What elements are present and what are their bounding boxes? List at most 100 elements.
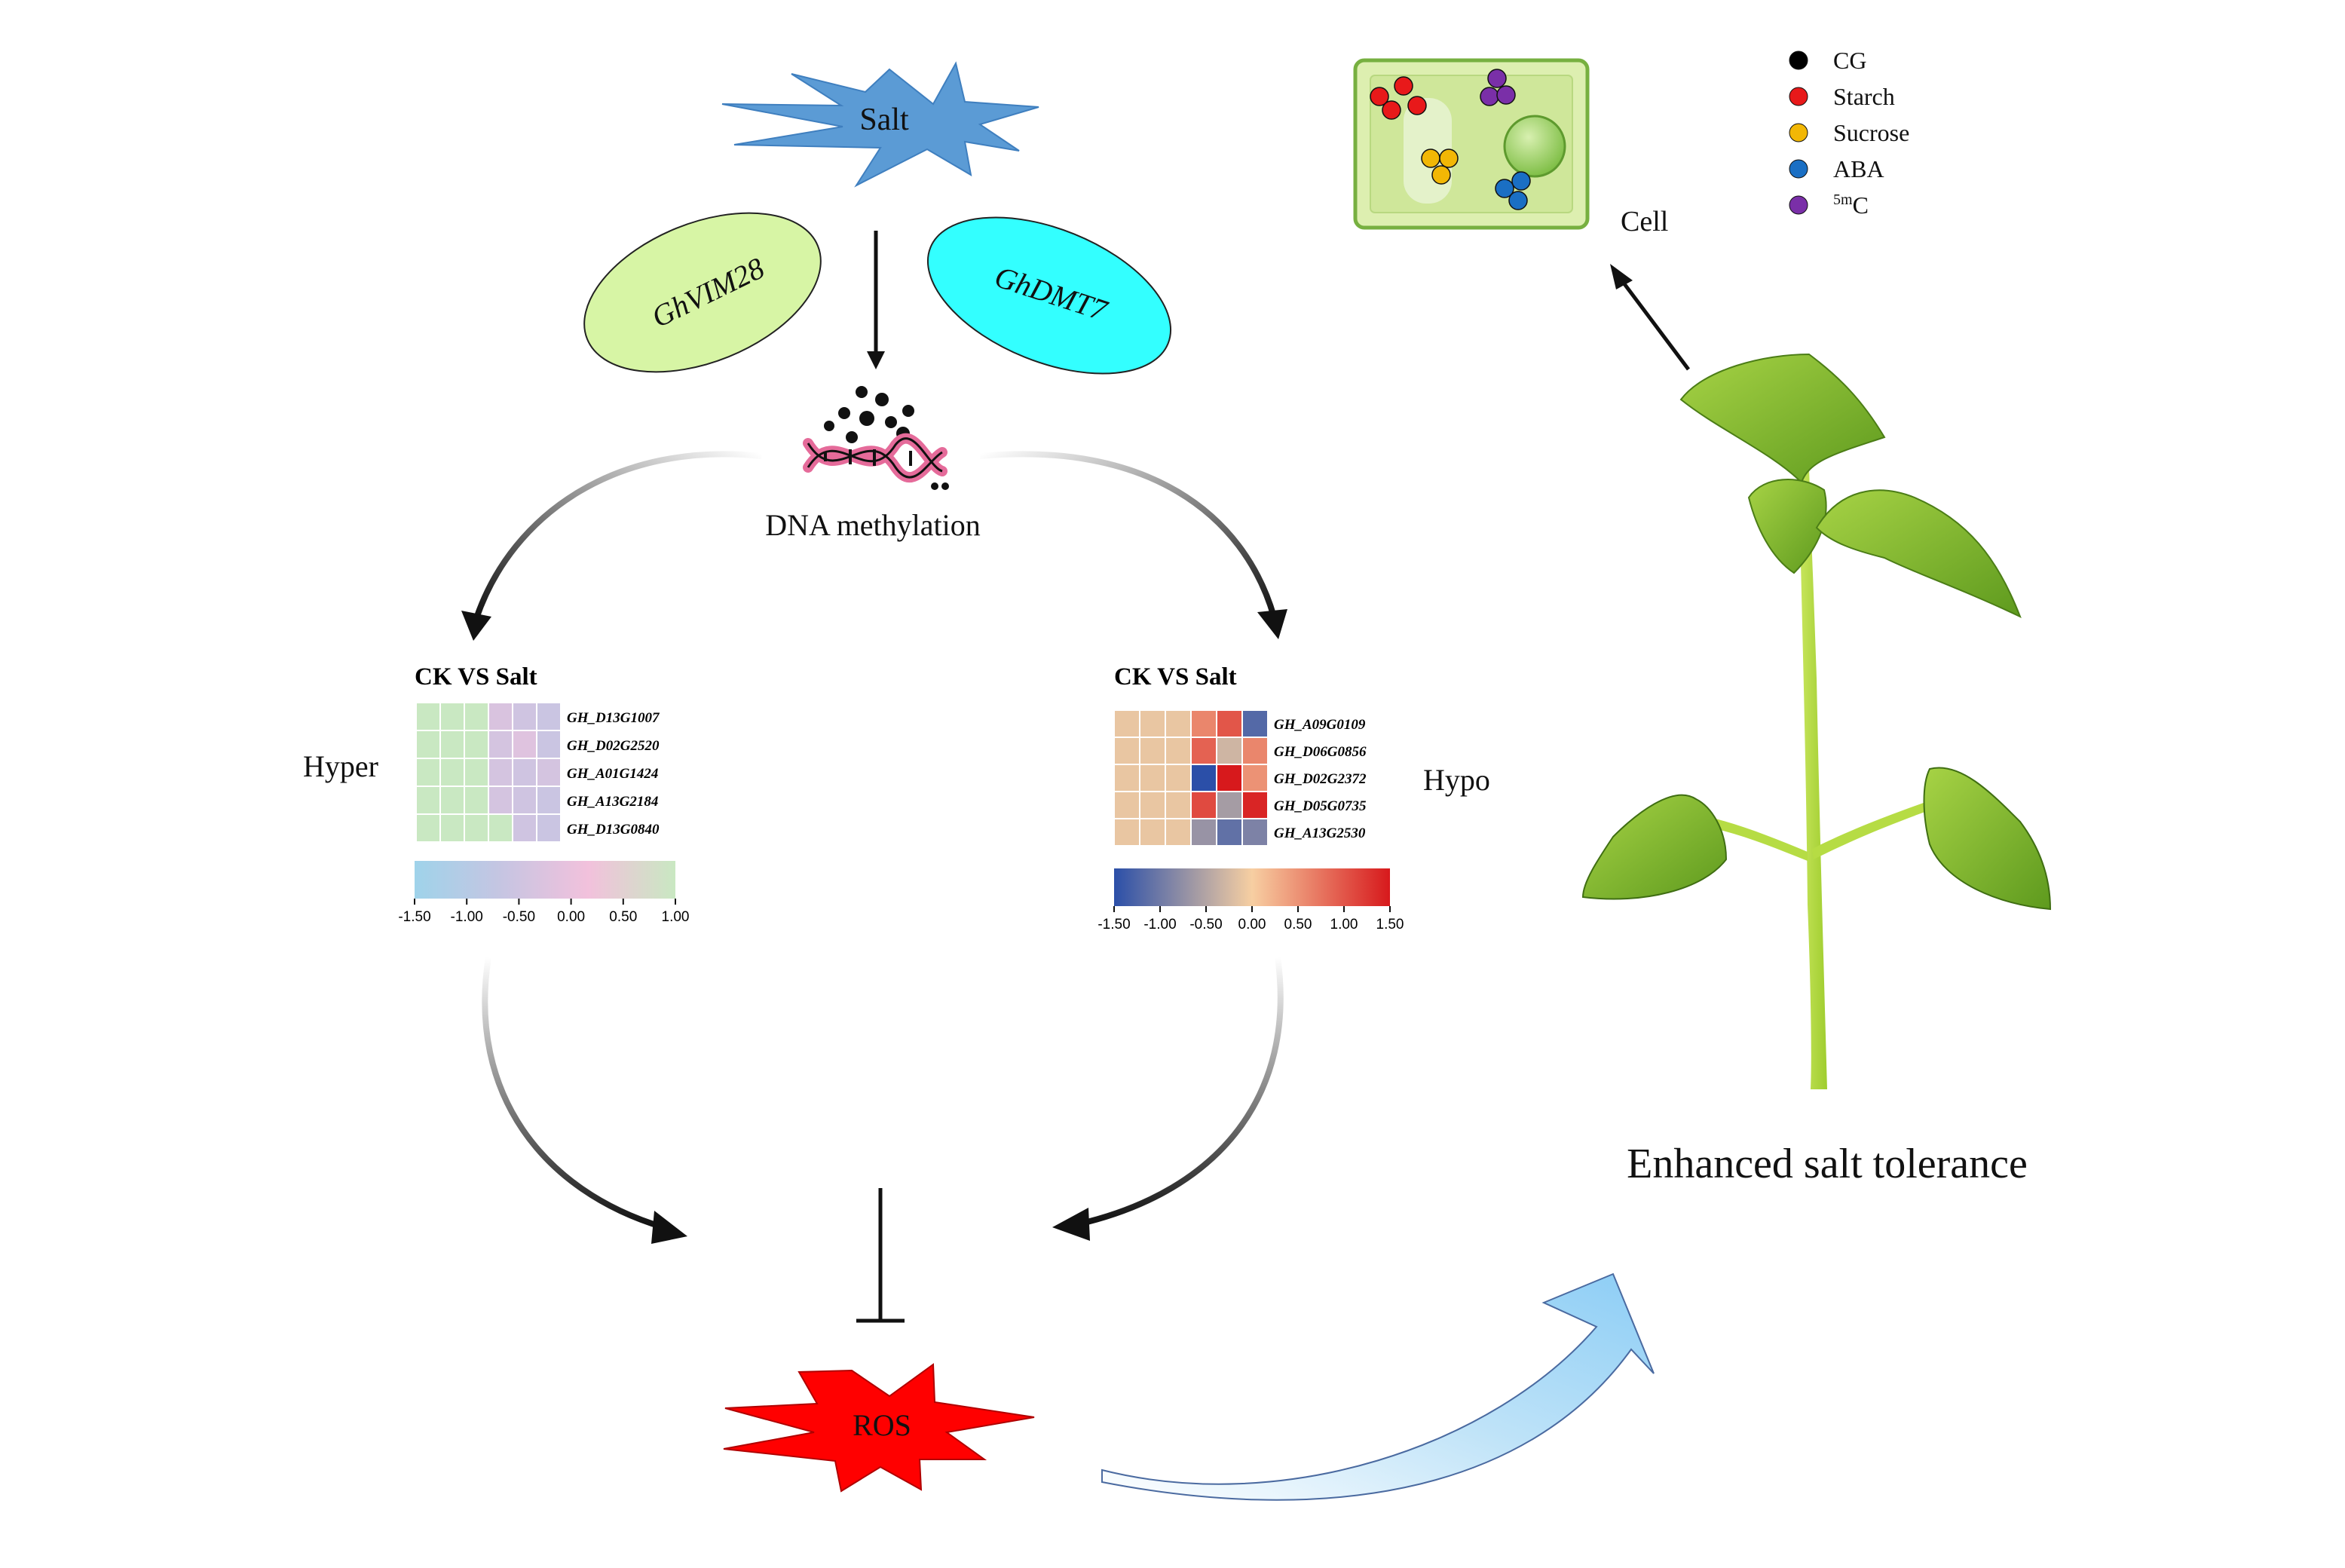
heatmap-cell (1241, 818, 1269, 847)
heatmap-cell (1241, 737, 1269, 765)
legend-label: Sucrose (1833, 119, 1909, 146)
gene-label: GH_D13G1007 (567, 710, 660, 726)
heatmap-cell (1216, 737, 1243, 765)
heatmap-cell (1216, 764, 1243, 792)
legend-swatch (1789, 159, 1808, 179)
plant-branch-right (1812, 801, 1931, 859)
arrow-to-hypo (979, 451, 1277, 618)
gene-label: GH_D02G2372 (1274, 771, 1367, 787)
arrow-hypo-to-ros (1077, 957, 1284, 1227)
enhanced-tolerance-arrow (1101, 1272, 1655, 1501)
heatmap-cell (415, 758, 441, 787)
heatmap-cell (1165, 709, 1192, 738)
heatmap-cell (1139, 791, 1166, 819)
plant-to-cell-arrow (1619, 277, 1690, 371)
starch-cluster (1370, 76, 1427, 120)
heatmap-cell (1165, 737, 1192, 765)
hyper-label: Hyper (303, 749, 378, 783)
gene-label: GH_A13G2530 (1274, 825, 1366, 841)
scale-tick-label: -0.50 (503, 909, 535, 925)
scale-tick-label: 1.00 (662, 909, 690, 925)
scale-tick-label: -1.50 (398, 909, 430, 925)
scale-tick-label: 0.00 (1238, 917, 1266, 933)
legend-label: 5mC (1833, 191, 1869, 219)
dna-methylation-label: DNA methylation (765, 508, 981, 542)
sucrose-cluster (1421, 149, 1459, 185)
plant-small-leaf (1747, 479, 1827, 574)
scale-tick-label: 1.00 (1330, 917, 1358, 933)
scale-tick-label: -1.00 (1143, 917, 1176, 933)
heatmap-hyper-genes: GH_D13G1007GH_D02G2520GH_A01G1424GH_A13G… (567, 710, 660, 838)
gene-label: GH_D13G0840 (567, 822, 660, 838)
heatmap-cell (439, 758, 465, 787)
aba-cluster (1495, 171, 1531, 210)
heatmap-cell (512, 758, 537, 787)
heatmap-cell (536, 758, 562, 787)
heatmap-cell (1113, 764, 1140, 792)
plant-to-cell-arrowhead (1610, 264, 1633, 289)
heatmap-cell (1165, 764, 1192, 792)
scale-tick-label: -0.50 (1189, 917, 1222, 933)
heatmap-cell (488, 702, 513, 731)
gene-label: GH_A13G2184 (567, 794, 658, 810)
gene-label: GH_A01G1424 (567, 766, 658, 782)
ghvim28-node: GhVIM28 (583, 212, 822, 373)
heatmap-cell (1139, 737, 1166, 765)
heatmap-cell (488, 758, 513, 787)
heatmap-cell (512, 813, 537, 843)
heatmap-cell (439, 813, 465, 843)
ros-label: ROS (853, 1408, 911, 1442)
heatmap-hypo-scale (1114, 868, 1390, 906)
heatmap-cell (1190, 764, 1217, 792)
arrow-to-hypo-head (1257, 609, 1287, 639)
heatmap-cell (464, 702, 489, 731)
heatmap-cell (439, 730, 465, 759)
5mc-cluster (1480, 69, 1516, 106)
heatmap-hypo-title: CK VS Salt (1114, 663, 1237, 691)
heatmap-cell (1139, 709, 1166, 738)
heatmap-cell (415, 786, 441, 815)
heatmap-cell (1216, 791, 1243, 819)
heatmap-cell (512, 702, 537, 731)
cell-label: Cell (1621, 206, 1668, 237)
plant-stem (1799, 467, 1827, 1089)
heatmap-cell (536, 786, 562, 815)
gene-label: GH_D06G0856 (1274, 744, 1367, 760)
hypo-label: Hypo (1423, 763, 1490, 797)
heatmap-cell (1190, 791, 1217, 819)
heatmap-cell (1216, 818, 1243, 847)
enhanced-tolerance-label: Enhanced salt tolerance (1627, 1141, 2028, 1187)
gene-label: GH_D02G2520 (567, 738, 660, 754)
heatmap-cell (1190, 709, 1217, 738)
plant-left-lower-leaf (1581, 794, 1728, 900)
heatmap-hypo-cells (1113, 709, 1269, 847)
plant-right-lower-leaf (1923, 767, 2052, 911)
heatmap-cell (1241, 764, 1269, 792)
scale-tick-label: 0.00 (557, 909, 585, 925)
heatmap-cell (1216, 709, 1243, 738)
nucleus-shape (1503, 115, 1566, 178)
cotton-plant-illustration (1581, 353, 2052, 1089)
heatmap-cell (1190, 818, 1217, 847)
legend-swatch (1789, 51, 1808, 70)
legend-swatch (1789, 87, 1808, 106)
heatmap-cell (464, 786, 489, 815)
arrow-hyper-to-ros (482, 957, 665, 1230)
scale-tick-label: 0.50 (1284, 917, 1312, 933)
heatmap-cell (1139, 818, 1166, 847)
heatmap-cell (536, 730, 562, 759)
heatmap-cell (512, 786, 537, 815)
heatmap-cell (1165, 818, 1192, 847)
heatmap-cell (536, 813, 562, 843)
heatmap-cell (1139, 764, 1166, 792)
salt-star-shape (721, 61, 1039, 188)
heatmap-cell (415, 702, 441, 731)
salt-arrowhead (867, 351, 885, 369)
plant-top-leaf (1679, 353, 1886, 484)
legend-label: Starch (1833, 83, 1895, 110)
arrow-hypo-to-ros-head (1052, 1208, 1090, 1241)
scale-tick-label: -1.50 (1097, 917, 1130, 933)
heatmap-cell (464, 758, 489, 787)
